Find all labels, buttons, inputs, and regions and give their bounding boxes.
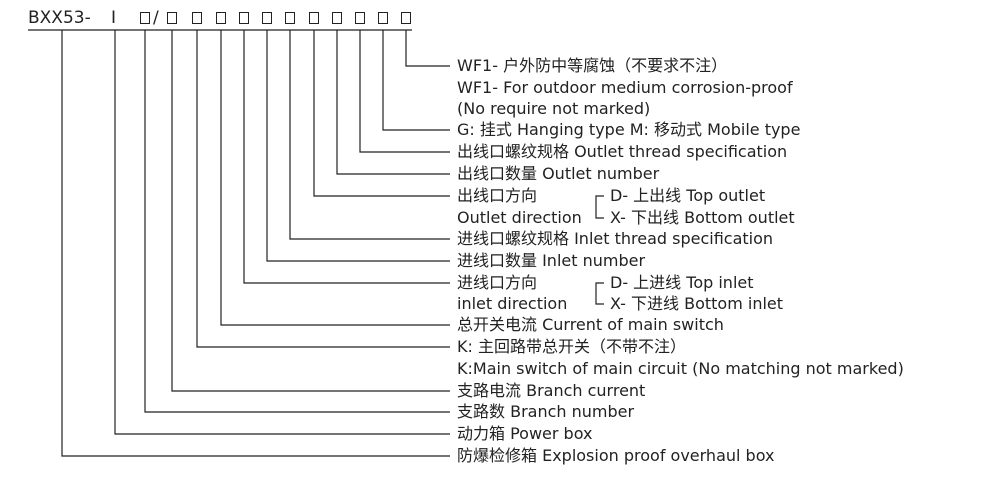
desc-wf1-cn: WF1- 户外防中等腐蚀（不要求不注） bbox=[457, 56, 728, 75]
code-box-2 bbox=[167, 12, 177, 24]
desc-outlet-bottom: X- 下出线 Bottom outlet bbox=[610, 208, 795, 227]
model-prefix: BXX53- bbox=[28, 8, 91, 28]
desc-branch-number: 支路数 Branch number bbox=[457, 402, 635, 421]
desc-k-en: K:Main switch of main circuit (No matchi… bbox=[457, 359, 904, 378]
desc-explosion-box: 防爆检修箱 Explosion proof overhaul box bbox=[457, 446, 775, 465]
code-box-5 bbox=[239, 12, 249, 24]
code-box-9 bbox=[332, 12, 342, 24]
code-box-1 bbox=[140, 12, 150, 24]
desc-outlet-direction-cn: 出线口方向 bbox=[457, 186, 538, 205]
code-box-8 bbox=[309, 12, 319, 24]
desc-outlet-top: D- 上出线 Top outlet bbox=[610, 186, 766, 205]
desc-branch-current: 支路电流 Branch current bbox=[457, 381, 646, 400]
desc-inlet-top: D- 上进线 Top inlet bbox=[610, 273, 754, 292]
code-box-3 bbox=[192, 12, 202, 24]
code-box-11 bbox=[378, 12, 388, 24]
desc-power-box: 动力箱 Power box bbox=[457, 424, 593, 443]
desc-wf1-en: WF1- For outdoor medium corrosion-proof bbox=[457, 78, 793, 97]
code-box-6 bbox=[262, 12, 272, 24]
desc-wf1-note: (No require not marked) bbox=[457, 99, 651, 118]
desc-outlet-number: 出线口数量 Outlet number bbox=[457, 164, 660, 183]
desc-inlet-number: 进线口数量 Inlet number bbox=[457, 251, 646, 270]
desc-k-cn: K: 主回路带总开关（不带不注） bbox=[457, 337, 686, 356]
desc-mount-type: G: 挂式 Hanging type M: 移动式 Mobile type bbox=[457, 120, 801, 139]
desc-inlet-direction-en: inlet direction bbox=[457, 294, 568, 313]
desc-inlet-direction-cn: 进线口方向 bbox=[457, 273, 538, 292]
desc-outlet-thread: 出线口螺纹规格 Outlet thread specification bbox=[457, 142, 788, 161]
desc-main-switch-current: 总开关电流 Current of main switch bbox=[457, 315, 724, 334]
desc-inlet-bottom: X- 下进线 Bottom inlet bbox=[610, 294, 784, 313]
code-box-10 bbox=[355, 12, 365, 24]
desc-outlet-direction-en: Outlet direction bbox=[457, 208, 582, 227]
model-roman-numeral: I bbox=[111, 8, 117, 28]
model-slash: / bbox=[153, 8, 159, 28]
code-box-12 bbox=[401, 12, 411, 24]
desc-inlet-thread: 进线口螺纹规格 Inlet thread specification bbox=[457, 229, 774, 248]
code-box-4 bbox=[216, 12, 226, 24]
code-box-7 bbox=[285, 12, 295, 24]
